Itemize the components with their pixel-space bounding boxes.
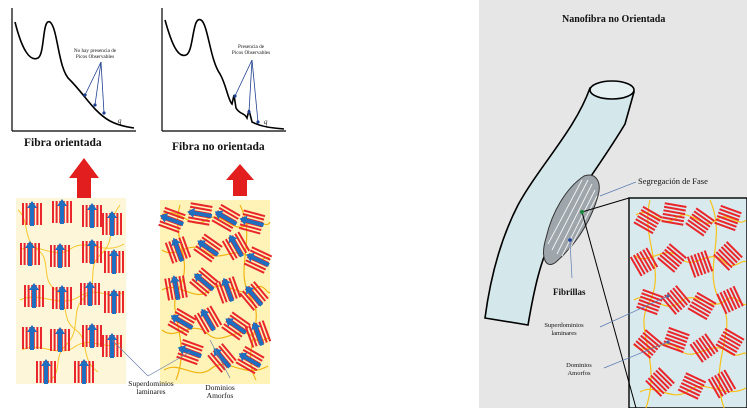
nanofiber-top-end bbox=[590, 81, 634, 99]
plot2-pointers bbox=[234, 60, 259, 123]
plot2-annotation-line2: Picos Observables bbox=[228, 50, 274, 56]
right-dominios-line1: Dominios bbox=[556, 362, 602, 370]
plot1-axis-label: q bbox=[118, 117, 122, 125]
legend-superdominios: Superdominios laminares bbox=[124, 380, 178, 396]
label-fibra-no-orientada: Fibra no orientada bbox=[172, 141, 265, 153]
legend-dominios-line2: Amorfos bbox=[200, 392, 240, 400]
oriented-morphology bbox=[16, 198, 126, 384]
orientation-arrow-right bbox=[226, 164, 254, 196]
plot1-annotation-line2: Picos Observables bbox=[69, 54, 121, 60]
non-oriented-morphology bbox=[156, 200, 273, 384]
label-right-superdominios: Superdominios laminares bbox=[534, 322, 594, 338]
label-fibra-orientada: Fibra orientada bbox=[24, 137, 102, 149]
right-dominios-line2: Amorfos bbox=[556, 370, 602, 378]
segregation-marker bbox=[580, 210, 584, 214]
label-fibrillas: Fibrillas bbox=[553, 287, 586, 297]
scattering-plot-not-oriented bbox=[162, 8, 286, 131]
right-superdominios-line2: laminares bbox=[534, 330, 594, 338]
legend-dominios: Dominios Amorfos bbox=[200, 384, 240, 400]
plot1-annotation: No hay presencia de Picos Observables bbox=[69, 48, 121, 60]
plot1-curve bbox=[15, 22, 134, 128]
plot2-curve bbox=[165, 20, 284, 129]
label-segregacion: Segregación de Fase bbox=[638, 176, 708, 186]
legend-superdominios-line2: laminares bbox=[124, 388, 178, 396]
right-panel bbox=[479, 0, 747, 408]
right-title: Nanofibra no Orientada bbox=[562, 14, 665, 25]
plot2-annotation: Presencia de Picos Observables bbox=[228, 44, 274, 56]
plot1-pointers bbox=[84, 62, 105, 114]
scattering-plot-oriented bbox=[12, 8, 136, 131]
orientation-arrow-left bbox=[69, 158, 99, 198]
label-right-dominios: Dominios Amorfos bbox=[556, 362, 602, 378]
right-superdominios-line1: Superdominios bbox=[534, 322, 594, 330]
fibril-marker bbox=[568, 238, 572, 242]
plot2-axis-label: q bbox=[264, 118, 268, 126]
